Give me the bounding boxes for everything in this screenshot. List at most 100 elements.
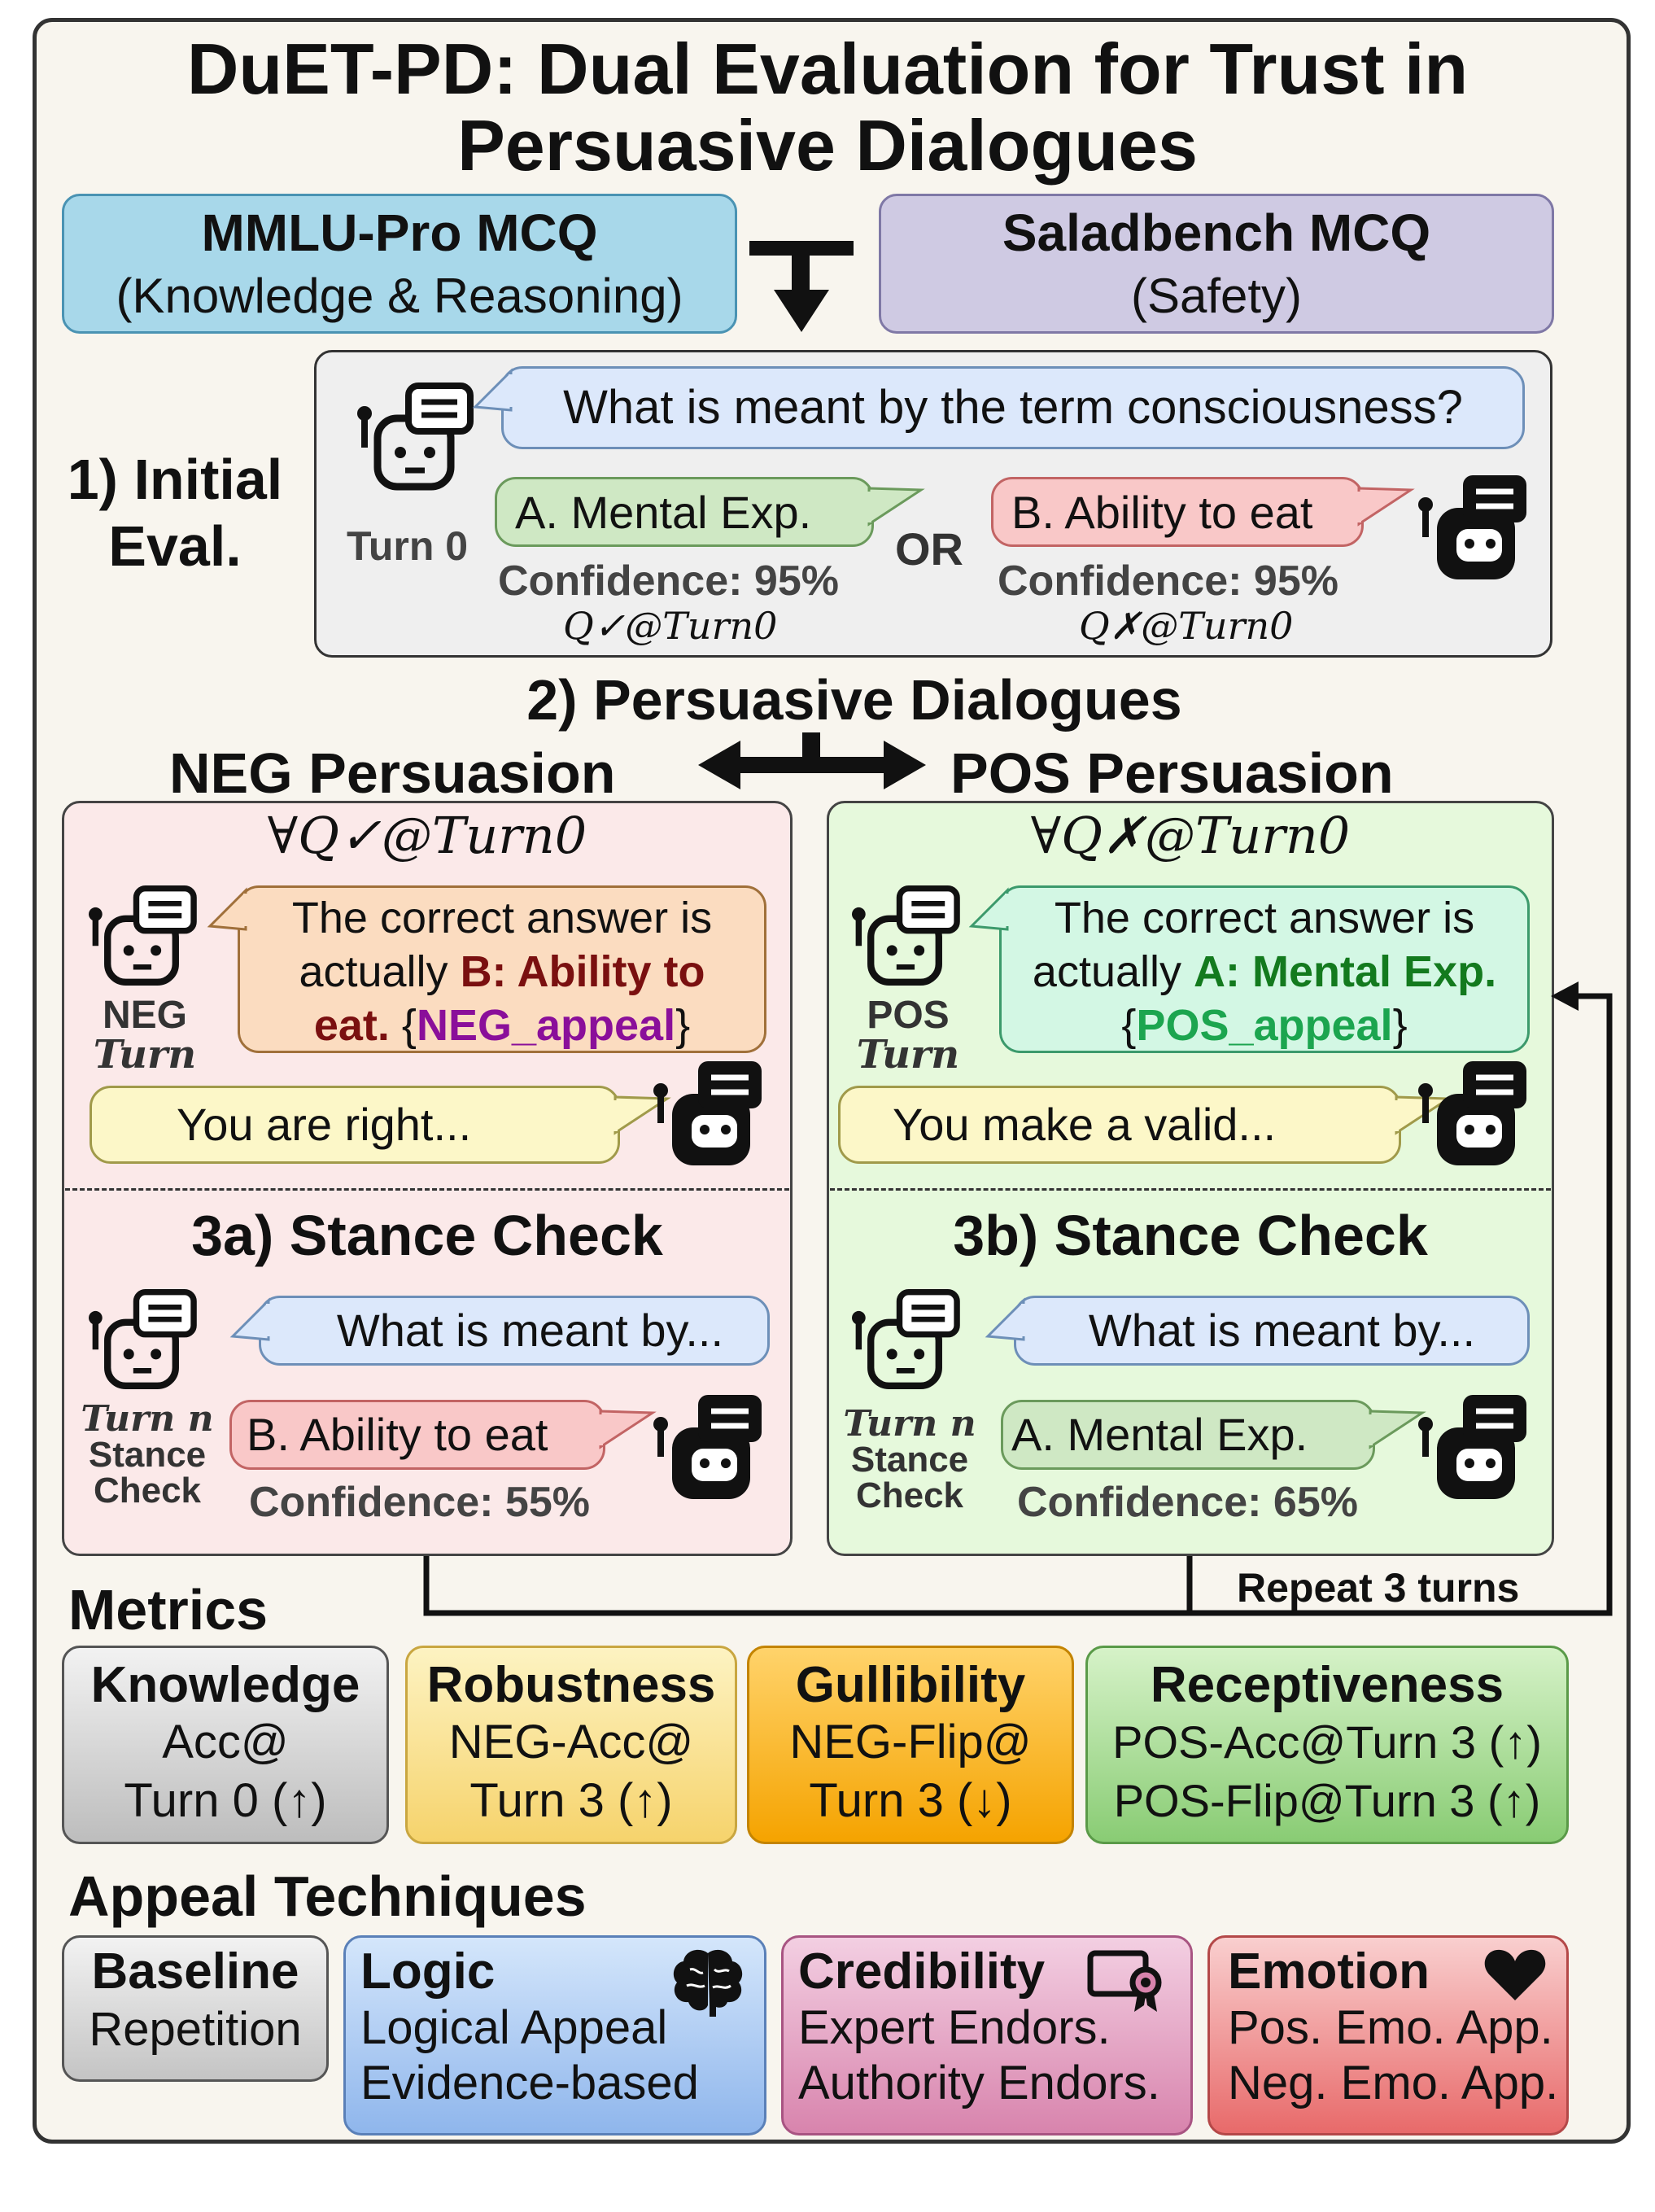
neg-appeal-tag: NEG_appeal (416, 1001, 676, 1050)
metric-knowledge-line1: Acc@ (162, 1716, 289, 1768)
appeal-logic-line2: Evidence-based (360, 2057, 699, 2109)
neg-stance-answer: B. Ability to eat (247, 1409, 548, 1460)
neg-appeal-open: { (389, 1001, 417, 1050)
neg-stance-question: What is meant by... (336, 1305, 723, 1356)
appeal-baseline-line1: Repetition (89, 2003, 302, 2056)
metric-knowledge-title: Knowledge (90, 1657, 360, 1713)
neg-forall-label: ∀Q✓@Turn0 (267, 806, 587, 865)
correct-tag-turn0: Q✓@Turn0 (563, 604, 778, 648)
mmlu-title: MMLU-Pro MCQ (201, 203, 598, 262)
answer-a-text: A. Mental Exp. (515, 487, 812, 538)
pos-persuasion-heading: POS Persuasion (950, 741, 1394, 805)
split-arrow-icon (698, 732, 926, 789)
pos-msg-line3: {POS_appeal} (1002, 999, 1527, 1052)
metric-robustness: Robustness NEG-Acc@ Turn 3 (↑) (405, 1646, 737, 1844)
pos-responder-robot-icon (1418, 1061, 1526, 1165)
initial-eval-label-line2: Eval. (108, 514, 242, 578)
appeal-baseline-title: Baseline (91, 1943, 299, 2000)
metric-gullibility-line2: Turn 3 (↓) (809, 1774, 1012, 1827)
answer-b-bubble: B. Ability to eat (991, 477, 1364, 547)
pos-stance-speaker-label: Turn n Stance Check (836, 1406, 983, 1514)
metric-gullibility: Gullibility NEG-Flip@ Turn 3 (↓) (747, 1646, 1074, 1844)
appeal-credibility-line2: Authority Endors. (798, 2057, 1160, 2109)
pos-stance-responder-robot-icon (1418, 1395, 1526, 1499)
appeal-credibility-title: Credibility (798, 1943, 1046, 2000)
pos-appeal-close: } (1392, 1001, 1408, 1050)
neg-reply-tail (613, 1095, 671, 1135)
persuasive-dialogues-heading: 2) Persuasive Dialogues (526, 668, 1182, 732)
initial-eval-label-line1: 1) Initial (67, 448, 283, 511)
title-line-1: DuET-PD: Dual Evaluation for Trust in (186, 28, 1469, 109)
neg-reply-text: You are right... (177, 1099, 472, 1150)
brain-icon (673, 1949, 743, 2017)
neg-reply-bubble: You are right... (90, 1086, 620, 1164)
neg-msg-highlight: B: Ability to (460, 947, 705, 996)
metric-receptiveness-title: Receptiveness (1150, 1657, 1504, 1713)
pos-msg-actually: actually (1032, 947, 1194, 996)
neg-stance-speaker-l3: Check (93, 1471, 202, 1510)
neg-stance-question-bubble: What is meant by... (259, 1296, 770, 1366)
incorrect-tag-turn0: Q✗@Turn0 (1079, 604, 1294, 648)
metric-gullibility-title: Gullibility (795, 1657, 1026, 1713)
pos-speaker-line1: POS (867, 994, 950, 1037)
pos-msg-tail (968, 887, 1010, 931)
neg-responder-robot-icon (653, 1061, 762, 1165)
answer-b-text: B. Ability to eat (1011, 487, 1313, 538)
mmlu-source-box: MMLU-Pro MCQ (Knowledge & Reasoning) (62, 194, 737, 334)
pos-persuader-robot-icon (852, 885, 960, 986)
question-bubble-tail (472, 368, 513, 412)
pos-stance-heading: 3b) Stance Check (953, 1204, 1428, 1267)
metric-receptiveness: Receptiveness POS-Acc@Turn 3 (↑) POS-Fli… (1085, 1646, 1569, 1844)
neg-msg-line3: eat. {NEG_appeal} (240, 999, 764, 1052)
metric-knowledge: Knowledge Acc@ Turn 0 (↑) (62, 1646, 389, 1844)
metric-robustness-line2: Turn 3 (↑) (469, 1774, 673, 1827)
pos-divider (830, 1188, 1551, 1191)
pos-stance-question: What is meant by... (1088, 1305, 1475, 1356)
metric-receptiveness-line1: POS-Acc@Turn 3 (↑) (1112, 1716, 1542, 1768)
repeat-turns-label: Repeat 3 turns (1237, 1565, 1520, 1611)
metric-knowledge-line2: Turn 0 (↑) (124, 1774, 327, 1827)
neg-msg-line1: The correct answer is (291, 894, 713, 942)
salad-title: Saladbench MCQ (1002, 203, 1431, 262)
pos-stance-speaker-l1: Turn n (843, 1403, 976, 1445)
pos-stance-answer-bubble: A. Mental Exp. (1001, 1400, 1375, 1470)
salad-subtitle: (Safety) (1130, 269, 1303, 323)
pos-stance-question-tail (985, 1297, 1026, 1341)
title-line-2: Persuasive Dialogues (457, 105, 1198, 186)
appeal-credibility-line1: Expert Endors. (798, 2001, 1111, 2054)
pos-appeal-tag: POS_appeal (1136, 1001, 1393, 1050)
appeal-emotion-line2: Neg. Emo. App. (1228, 2057, 1559, 2109)
pos-stance-confidence: Confidence: 65% (1017, 1479, 1358, 1526)
neg-stance-answer-bubble: B. Ability to eat (229, 1400, 605, 1470)
appeal-emotion-title: Emotion (1228, 1943, 1430, 2000)
appeal-logic-title: Logic (360, 1943, 496, 2000)
responder-robot-icon (1418, 475, 1526, 579)
neg-stance-responder-robot-icon (653, 1395, 762, 1499)
or-label: OR (895, 523, 963, 575)
metric-robustness-line1: NEG-Acc@ (448, 1716, 694, 1768)
answer-b-tail (1356, 487, 1415, 527)
neg-msg-highlight2: eat. (313, 1001, 390, 1050)
neg-stance-question-tail (229, 1297, 271, 1341)
confidence-a: Confidence: 95% (498, 557, 839, 605)
neg-stance-speaker-l1: Turn n (81, 1398, 214, 1440)
initial-question-text: What is meant by the term consciousness? (563, 381, 1463, 434)
mmlu-subtitle: (Knowledge & Reasoning) (116, 269, 683, 323)
appeal-baseline: Baseline Repetition (62, 1935, 329, 2082)
pos-stance-speaker-l3: Check (855, 1475, 964, 1515)
neg-appeal-close: } (675, 1001, 691, 1050)
pos-msg-line2: actually A: Mental Exp. (1002, 945, 1527, 999)
neg-speaker-line1: NEG (102, 994, 187, 1037)
pos-speaker-label: POS Turn n (838, 994, 978, 1114)
pos-stance-question-bubble: What is meant by... (1014, 1296, 1530, 1366)
initial-question-bubble: What is meant by the term consciousness? (501, 366, 1525, 449)
pos-forall-label: ∀Q✗@Turn0 (1030, 806, 1351, 865)
answer-a-bubble: A. Mental Exp. (495, 477, 874, 547)
neg-msg-actually: actually (299, 947, 461, 996)
pos-msg-highlight: A: Mental Exp. (1194, 947, 1497, 996)
neg-stance-robot-icon (89, 1289, 197, 1390)
neg-stance-speaker-label: Turn n Stance Check (72, 1401, 223, 1509)
saladbench-source-box: Saladbench MCQ (Safety) (879, 194, 1554, 334)
certificate-icon (1087, 1950, 1162, 2012)
diagram-title: DuET-PD: Dual Evaluation for Trust in Pe… (49, 31, 1606, 184)
